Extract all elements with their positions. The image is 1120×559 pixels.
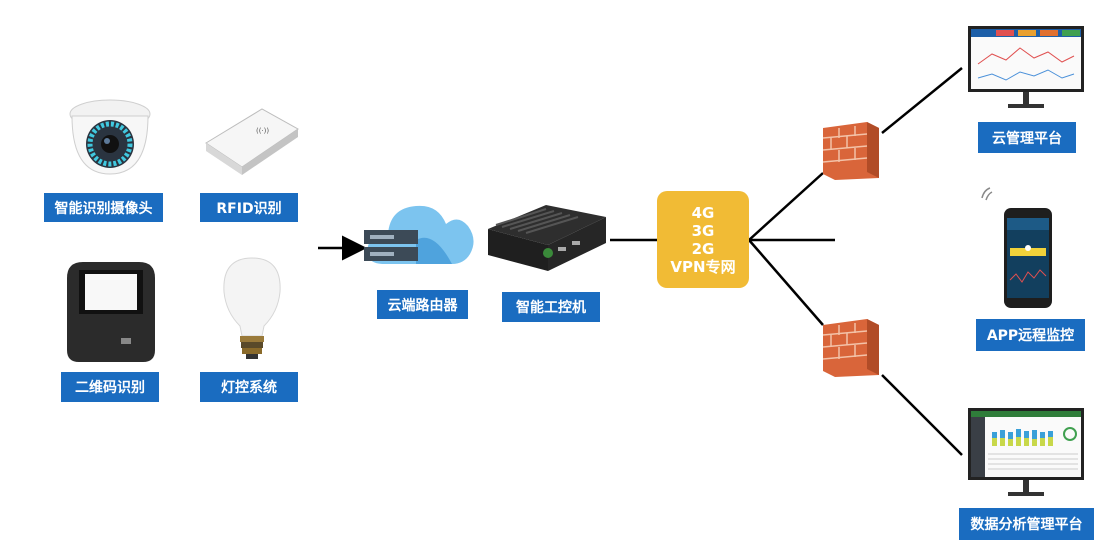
svg-text:((·)): ((·)) [256, 127, 269, 135]
industrial-pc-label: 智能工控机 [502, 292, 600, 322]
camera-label: 智能识别摄像头 [44, 193, 163, 222]
industrial-pc-icon [488, 205, 606, 271]
firewall-top-icon [822, 122, 879, 180]
qrcode-scanner-icon [67, 262, 155, 362]
vpn-line-3g: 3G [691, 221, 715, 240]
vpn-line-2g: 2G [691, 239, 715, 258]
line-vpn-to-firewall-top [748, 172, 824, 241]
light-control-label: 灯控系统 [200, 372, 298, 402]
cloud-platform-label: 云管理平台 [978, 122, 1076, 153]
app-monitor-label: APP远程监控 [976, 319, 1085, 351]
camera-icon [69, 99, 151, 175]
mobile-app-icon [981, 187, 1052, 308]
vpn-network-box: 4G 3G 2G VPN专网 [657, 191, 749, 288]
firewall-bottom-icon [822, 319, 879, 377]
light-bulb-icon [223, 257, 281, 359]
vpn-line-vpn: VPN专网 [670, 257, 736, 276]
cloud-platform-monitor-icon [968, 26, 1084, 108]
line-firewall-to-analytics-platform [881, 374, 963, 456]
vpn-line-4g: 4G [691, 203, 715, 222]
line-vpn-to-firewall-bottom [748, 239, 824, 326]
cloud-router-icon [364, 205, 474, 264]
analytics-platform-label: 数据分析管理平台 [959, 508, 1094, 540]
cloud-router-label: 云端路由器 [377, 290, 468, 319]
rfid-label: RFID识别 [200, 193, 298, 222]
line-firewall-to-cloud-platform [881, 67, 963, 134]
analytics-platform-monitor-icon [968, 408, 1084, 496]
rfid-reader-icon: ((·)) [205, 108, 299, 175]
qrcode-label: 二维码识别 [61, 372, 159, 402]
